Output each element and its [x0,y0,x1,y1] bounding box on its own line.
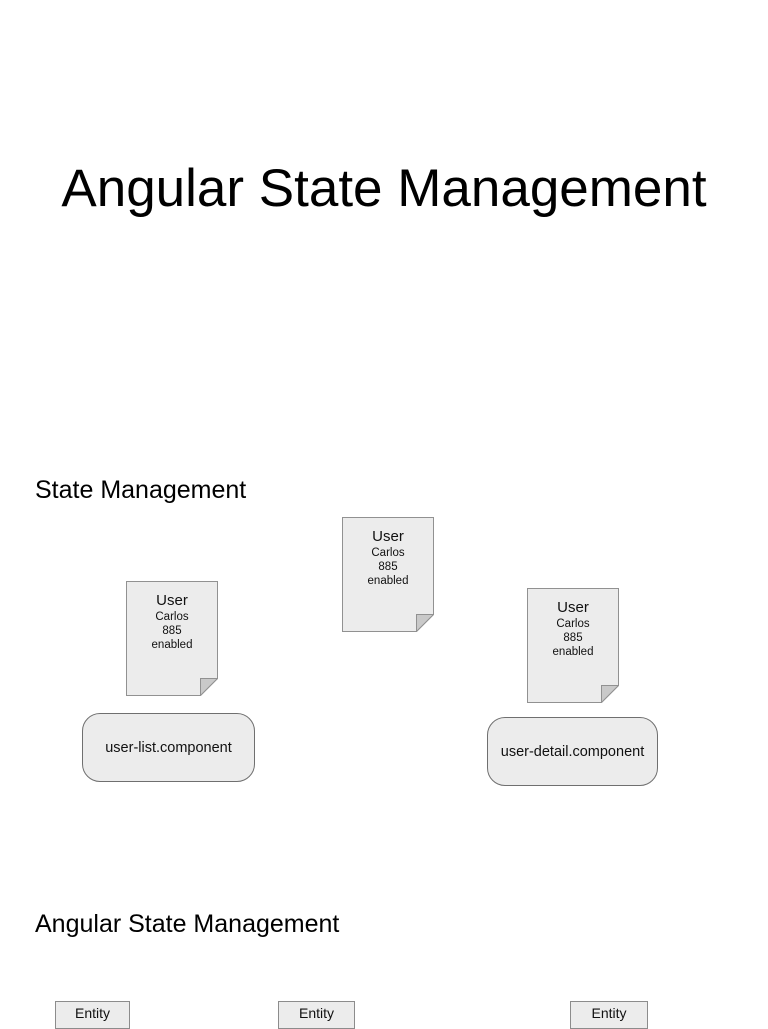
section-heading-state-management: State Management [35,476,247,504]
note-line: 885 [563,632,583,644]
note-line: Carlos [371,547,405,559]
note-line: Carlos [155,611,189,623]
note-title: User [557,599,589,616]
note-shape-icon [126,581,218,696]
page-title: Angular State Management [61,159,707,218]
note-line: 885 [162,625,182,637]
note-line: 885 [378,561,398,573]
user-note-card: User Carlos 885 enabled [527,588,619,703]
note-shape-icon [527,588,619,703]
note-line: Carlos [556,618,590,630]
entity-box: Entity [278,1001,355,1029]
note-shape-icon [342,517,434,632]
user-note-card: User Carlos 885 enabled [342,517,434,632]
note-title: User [156,592,188,609]
note-line: enabled [151,639,193,651]
entity-box: Entity [570,1001,648,1029]
section-heading-angular-state-management: Angular State Management [35,910,340,938]
entity-box: Entity [55,1001,130,1029]
user-note-card: User Carlos 885 enabled [126,581,218,696]
component-box-user-list: user-list.component [82,713,255,782]
note-title: User [372,528,404,545]
component-box-user-detail: user-detail.component [487,717,658,786]
note-line: enabled [552,646,594,658]
note-line: enabled [367,575,409,587]
